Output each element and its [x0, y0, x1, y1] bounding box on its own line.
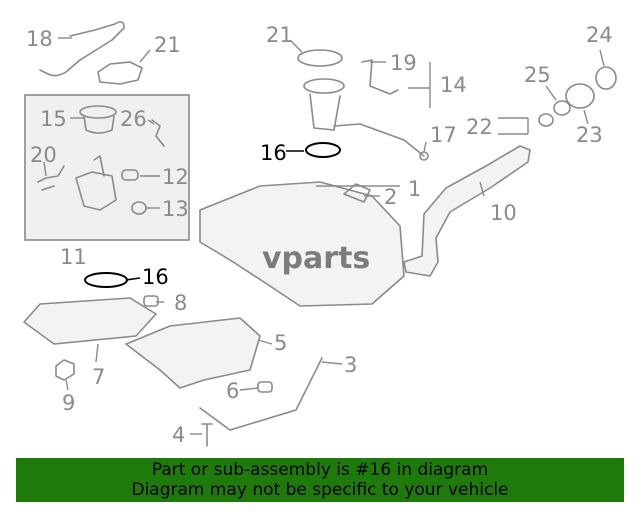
part-25	[553, 100, 571, 116]
part-16-ring-top	[305, 142, 341, 158]
callout-23: 23	[576, 123, 603, 147]
part-9-nut	[55, 359, 75, 381]
part-21-ring-top	[297, 49, 343, 67]
part-22	[538, 113, 554, 127]
part-14-pump-top	[303, 78, 345, 94]
callout-16-top: 16	[260, 141, 287, 165]
part-21-ring-left	[97, 61, 143, 85]
callout-11: 11	[60, 245, 87, 269]
callout-21-top: 21	[266, 23, 293, 47]
callout-8: 8	[174, 291, 187, 315]
callout-26: 26	[120, 107, 147, 131]
part-2	[343, 183, 371, 203]
part-3-strap	[199, 357, 323, 431]
part-7-shield	[23, 297, 157, 345]
part-15-pump-body	[83, 115, 115, 134]
subassembly-box	[24, 94, 190, 241]
part-6	[257, 381, 273, 393]
callout-14: 14	[440, 73, 467, 97]
part-18-hose	[39, 20, 125, 77]
part-26-bracket	[151, 119, 165, 147]
callout-6: 6	[226, 379, 239, 403]
callout-25: 25	[524, 63, 551, 87]
callout-7: 7	[92, 365, 105, 389]
callout-24: 24	[586, 23, 613, 47]
callout-1: 1	[408, 177, 421, 201]
part-12	[121, 169, 139, 181]
callout-20: 20	[30, 143, 57, 167]
callout-13: 13	[162, 197, 189, 221]
part-10-filler-neck	[403, 145, 531, 277]
part-14-pump-body	[309, 93, 425, 157]
watermark: vparts	[262, 241, 370, 276]
callout-9: 9	[62, 391, 75, 415]
callout-17: 17	[430, 123, 457, 147]
callout-12: 12	[162, 165, 189, 189]
callout-21-left: 21	[154, 33, 181, 57]
callout-22: 22	[466, 115, 493, 139]
part-24-ring	[595, 66, 617, 90]
callout-5: 5	[274, 331, 287, 355]
part-20-sender	[37, 165, 65, 191]
part-23-cap	[565, 83, 595, 109]
part-assembly-core	[75, 155, 117, 211]
banner-line-1: Part or sub-assembly is #16 in diagram	[151, 460, 489, 480]
callout-16-left: 16	[142, 265, 169, 289]
part-4-bolt	[201, 423, 213, 447]
callout-15: 15	[40, 107, 67, 131]
callout-2: 2	[384, 185, 397, 209]
callout-10: 10	[490, 201, 517, 225]
part-1-fuel-tank	[199, 181, 405, 307]
part-15-pump-top	[79, 105, 117, 119]
banner-line-2: Diagram may not be specific to your vehi…	[131, 480, 509, 500]
part-16-ring-left	[84, 272, 128, 288]
callout-18: 18	[26, 27, 53, 51]
callout-3: 3	[344, 353, 357, 377]
part-19	[361, 59, 399, 95]
callout-19: 19	[390, 51, 417, 75]
part-8	[143, 295, 159, 307]
info-banner: Part or sub-assembly is #16 in diagram D…	[16, 458, 624, 502]
part-5-heat-shield	[125, 317, 261, 389]
callout-4: 4	[172, 423, 185, 447]
